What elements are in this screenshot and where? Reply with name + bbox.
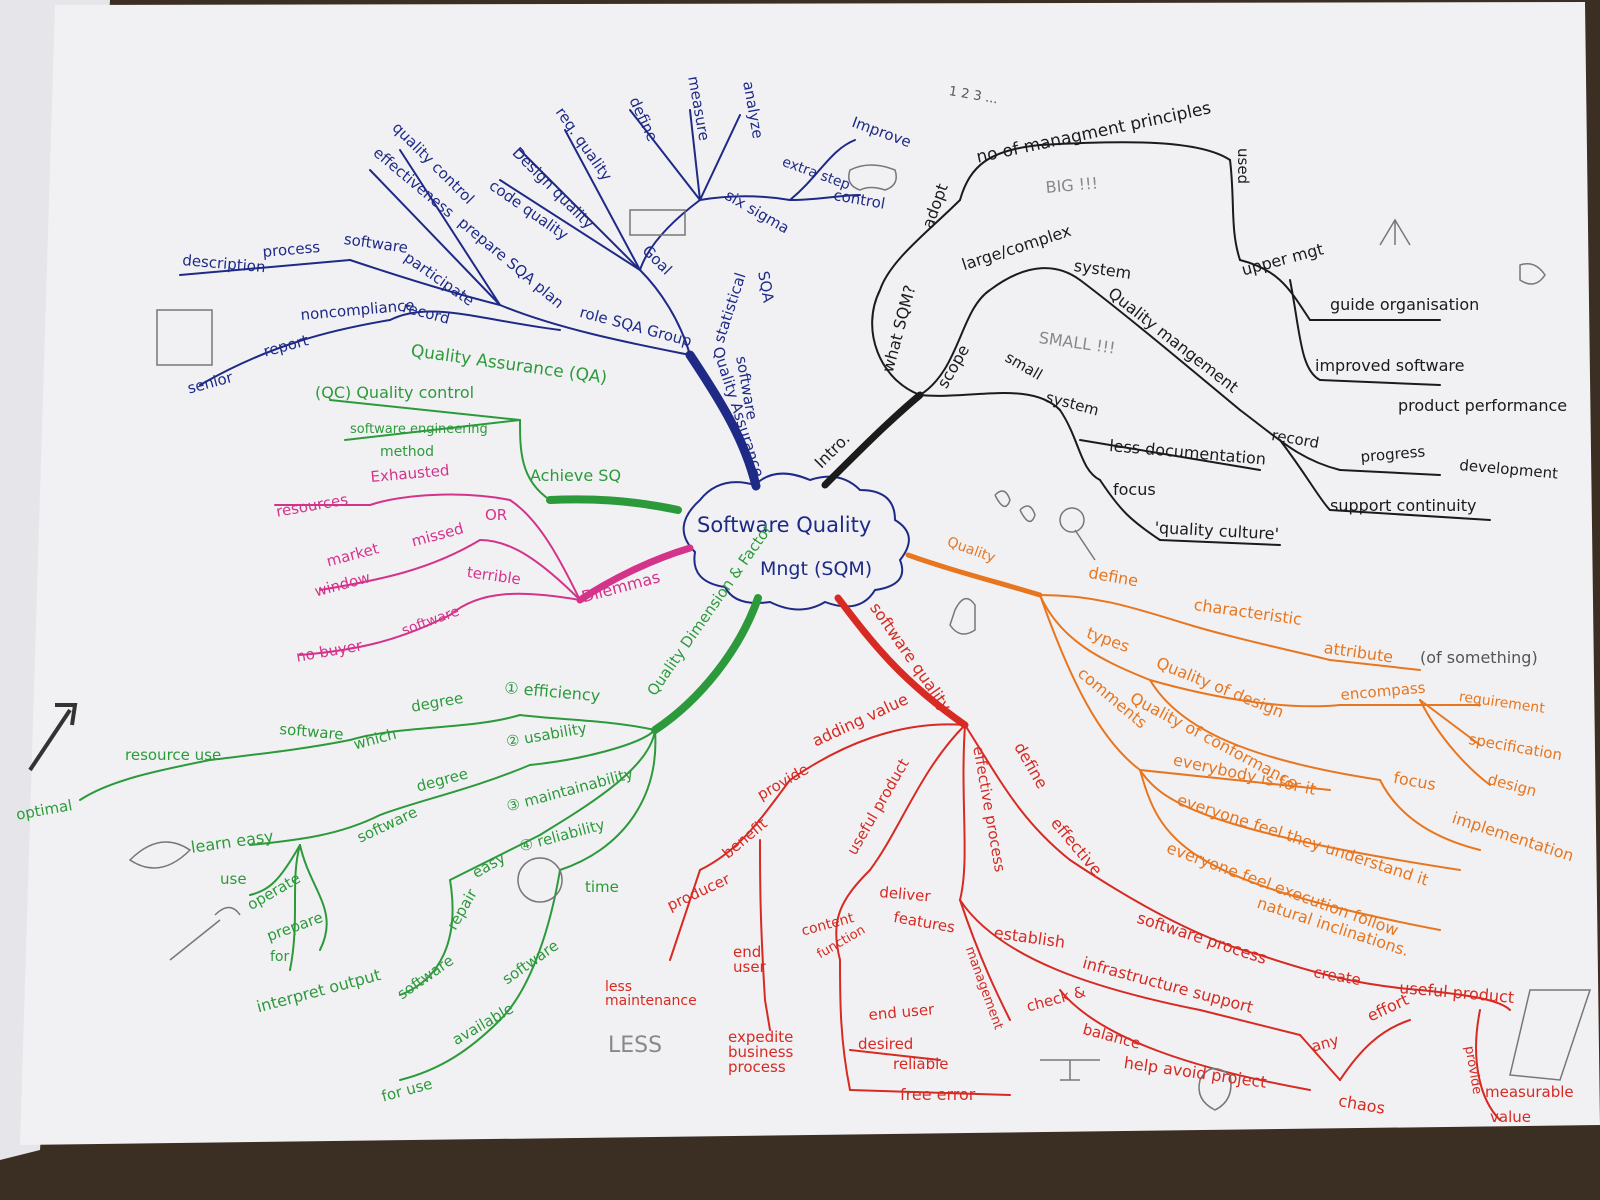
software-engineering-label: software engineering (350, 422, 488, 437)
use-label: use (220, 870, 247, 888)
hand-icon (1198, 1067, 1232, 1111)
guide-organisation-label: guide organisation (1330, 295, 1480, 314)
magenta-branches (274, 493, 694, 656)
game-controller-icon (848, 164, 897, 191)
reliable-label: reliable (893, 1055, 949, 1073)
resource-use-label: resource use (125, 746, 222, 764)
black-branches (821, 141, 1491, 546)
clock-icon (517, 857, 563, 903)
expedite-label: expedite business process (728, 1028, 794, 1076)
focus-label-black: focus (1113, 480, 1156, 499)
free-error-label: free error (900, 1085, 976, 1104)
big-label: BIG !!! (1044, 173, 1099, 197)
method-label: method (380, 444, 435, 460)
thumbs-up-icon (949, 597, 976, 635)
product-performance-label: product performance (1398, 396, 1568, 415)
of-something-label: (of something) (1420, 648, 1538, 667)
orange-branches (905, 552, 1491, 931)
doodles (28, 164, 1592, 1111)
used-label: used (1234, 148, 1252, 185)
pointing-hand-icon (1519, 263, 1546, 285)
support-continuity-label: support continuity (1330, 496, 1477, 515)
center-title-line2: Mngt (SQM) (760, 558, 873, 580)
ruler-icon (1509, 989, 1592, 1081)
achieve-sq-label: Achieve SQ (530, 466, 622, 485)
footprints-icon (994, 490, 1036, 523)
for-label: for (270, 949, 290, 965)
center-title-line1: Software Quality (697, 513, 872, 537)
checklist-icon (156, 309, 213, 366)
paper-sheet (20, 2, 1600, 1145)
measurable-label: measurable (1485, 1083, 1574, 1101)
bandage-icon (128, 841, 192, 869)
time-label: time (585, 878, 619, 896)
improved-software-label: improved software (1315, 356, 1465, 375)
sqa-label: SQA (754, 269, 778, 304)
scale-icon (1040, 1059, 1100, 1081)
value-label: value (1490, 1108, 1531, 1126)
wrench-icon (169, 906, 241, 961)
green-branches (79, 399, 762, 1081)
deliver-label: deliver (878, 883, 932, 906)
desired-label: desired (858, 1035, 914, 1053)
end-user-label: end user (733, 943, 766, 976)
arrow-up-icon (28, 703, 78, 772)
red-branches (669, 594, 1511, 1121)
less-maintenance-label-1: less maintenance (605, 979, 697, 1009)
soccer-goal-icon (629, 209, 686, 236)
navy-branches (179, 109, 861, 491)
less-caps-label: LESS (608, 1033, 663, 1058)
center-cloud (682, 472, 910, 611)
magnifier-icon (1059, 507, 1096, 561)
quality-control-green-label: (QC) Quality control (315, 383, 475, 402)
small-arrow-up-icon (1379, 218, 1411, 246)
or-label: OR (485, 506, 508, 524)
